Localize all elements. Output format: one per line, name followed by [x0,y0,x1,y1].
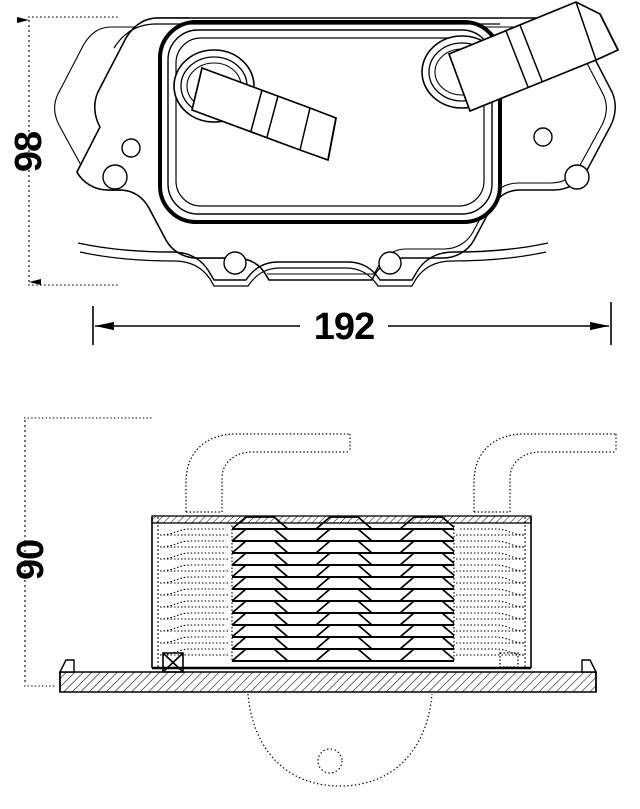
gasket-inner-contour [54,26,607,275]
mounting-hole-5 [223,251,247,275]
plate-core-stack [150,515,535,673]
mounting-hole-6 [378,251,402,275]
base-flange-lip-left [58,659,75,673]
dimension-label-90: 90 [10,540,52,580]
hidden-bracket-hole [317,748,343,774]
gasket-upper-skirt [113,23,500,49]
mounting-hole-3 [533,127,553,147]
core-left-endplate [151,517,159,668]
mounting-hole-1 [121,138,141,158]
gasket-lower-skirt-2 [79,251,547,287]
base-flange-lip-right [581,659,598,673]
mounting-hole-2 [102,164,128,190]
pipe-connection-left [190,66,337,162]
gasket-lower-skirt [77,242,549,281]
core-top-cap [151,515,532,524]
dimension-192: 192 [92,302,612,348]
cooler-body-inner-2 [175,37,485,207]
dimension-label-98: 98 [8,132,50,172]
dimension-90: 90 [10,417,152,687]
base-flange-body [59,671,597,693]
core-turbulator-fins [232,516,454,662]
core-right-endplate [524,517,532,668]
base-flange [58,659,598,693]
core-lower-right-tab [499,652,519,668]
mounting-hole-4 [564,164,590,190]
pipe-connection-right [447,1,620,113]
hidden-pipe-left [185,433,351,513]
hidden-mounting-bracket [247,693,433,787]
core-plates-hidden [159,522,525,662]
hidden-pipe-right [473,433,617,513]
base-flange-ends [59,672,597,692]
dimension-label-192: 192 [314,306,374,348]
cooler-body-inner-1 [167,29,493,215]
top-view-assembly [54,1,620,287]
dimension-98: 98 [8,16,118,286]
